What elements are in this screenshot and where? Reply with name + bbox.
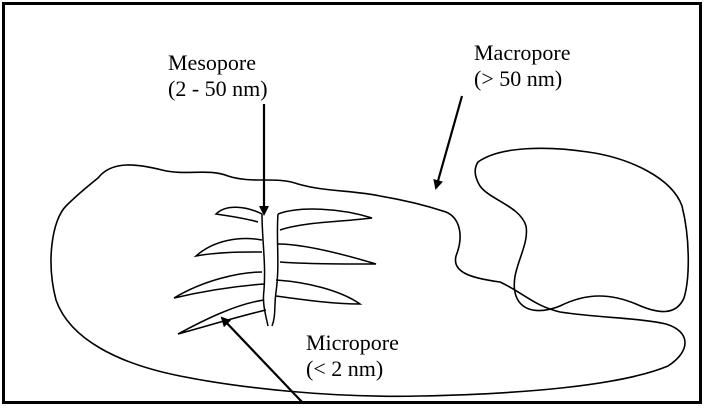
macropore-label: Macropore (> 50 nm)	[474, 40, 571, 92]
macropore-arrow	[436, 96, 462, 188]
macropore-name: Macropore	[474, 40, 571, 66]
mesopore-name: Mesopore	[168, 50, 268, 76]
macropore-size: (> 50 nm)	[474, 66, 571, 92]
mesopore-label: Mesopore (2 - 50 nm)	[168, 50, 268, 102]
mesopore-channel	[174, 207, 376, 334]
micropore-size: (< 2 nm)	[306, 356, 399, 382]
micropore-arrow	[222, 318, 302, 402]
micropore-label: Micropore (< 2 nm)	[306, 330, 399, 382]
micropore-name: Micropore	[306, 330, 399, 356]
mesopore-size: (2 - 50 nm)	[168, 76, 268, 102]
macropore-blob	[475, 148, 688, 311]
